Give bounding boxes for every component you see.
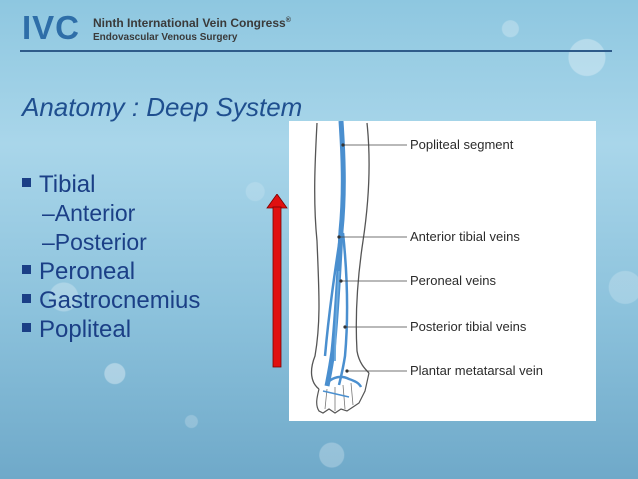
congress-name: Ninth International Vein Congress®	[93, 16, 291, 30]
slide-title: Anatomy : Deep System	[22, 92, 303, 122]
sub-bullet-item: –Posterior	[22, 228, 200, 257]
sub-bullet-item: –Anterior	[22, 199, 200, 228]
congress-title: Ninth International Vein Congress	[93, 16, 286, 30]
bullet-text: Tibial	[39, 171, 96, 198]
upward-arrow-icon	[266, 194, 288, 368]
bullet-item: Popliteal	[22, 315, 200, 344]
bullet-text: Gastrocnemius	[39, 287, 201, 314]
registered-mark: ®	[285, 17, 291, 24]
bullet-text: –Posterior	[42, 229, 147, 255]
congress-subtitle: Endovascular Venous Surgery	[93, 32, 238, 43]
bullet-item: Gastrocnemius	[22, 286, 200, 315]
square-bullet-icon	[22, 323, 31, 333]
diagram-label: Plantar metatarsal vein	[410, 363, 543, 378]
diagram-label: Anterior tibial veins	[410, 229, 520, 244]
bullet-list: Tibial –Anterior –Posterior Peroneal Gas…	[22, 170, 200, 344]
square-bullet-icon	[22, 294, 31, 304]
bullet-text: Peroneal	[39, 258, 136, 285]
square-bullet-icon	[22, 178, 31, 188]
leg-vein-diagram: Popliteal segment Anterior tibial veins …	[289, 120, 596, 421]
header: IVC Ninth International Vein Congress® E…	[0, 0, 638, 52]
bullet-item: Tibial	[22, 170, 200, 199]
bullet-item: Peroneal	[22, 257, 200, 286]
diagram-label: Popliteal segment	[410, 137, 514, 152]
ivc-logo: IVC	[22, 9, 81, 46]
diagram-label: Peroneal veins	[410, 273, 496, 288]
square-bullet-icon	[22, 265, 31, 275]
bullet-text: Popliteal	[39, 316, 132, 343]
diagram-label: Posterior tibial veins	[410, 319, 527, 334]
header-divider	[20, 50, 612, 52]
leg-illustration	[310, 120, 407, 414]
bullet-text: –Anterior	[42, 200, 136, 226]
